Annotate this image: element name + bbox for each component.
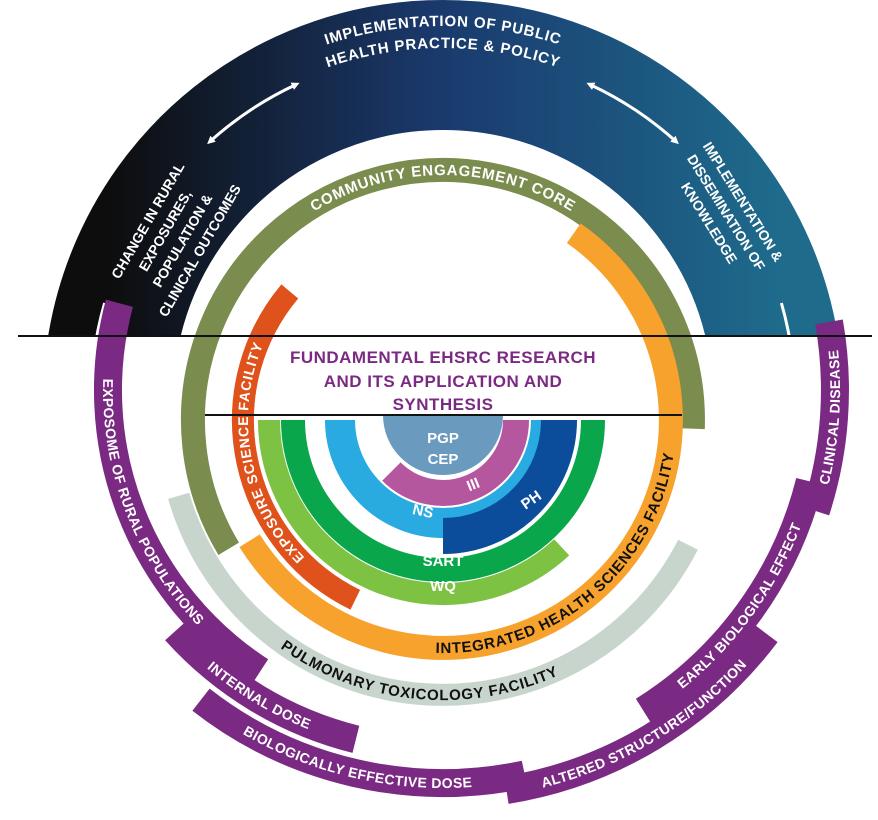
outer-dark-band <box>48 0 838 336</box>
label-ns: NS <box>411 501 435 522</box>
integrated-health-ring <box>239 223 683 660</box>
continuum-segment-1 <box>93 299 269 683</box>
label-wq: WQ <box>430 578 456 595</box>
center-title-line2: AND ITS APPLICATION AND <box>324 372 562 391</box>
continuum-segment-4 <box>504 625 778 804</box>
continuum-segment-3 <box>192 688 528 797</box>
ph-ring <box>442 419 577 554</box>
label-sart: SART <box>423 553 464 570</box>
iii-ring <box>382 419 529 506</box>
arrow-icon <box>779 302 796 362</box>
center-title-line3: SYNTHESIS <box>393 395 494 414</box>
community-engagement-label: COMMUNITY ENGAGEMENT CORE <box>307 162 578 215</box>
arrow-icon <box>207 82 300 145</box>
center-title: FUNDAMENTAL EHSRC RESEARCH AND ITS APPLI… <box>290 348 596 414</box>
continuum-segment-2 <box>165 621 360 753</box>
arrow-icon <box>586 82 679 145</box>
arrow-icon <box>90 302 107 362</box>
pulmonary-toxicology-ring <box>168 492 698 706</box>
pgp-cep-core <box>383 415 503 475</box>
wq-ring <box>258 419 570 606</box>
center-title-line1: FUNDAMENTAL EHSRC RESEARCH <box>290 348 596 367</box>
community-engagement-label-text: COMMUNITY ENGAGEMENT CORE <box>307 162 577 215</box>
continuum-segment-6 <box>802 319 849 516</box>
community-engagement-ring <box>180 158 705 555</box>
continuum-segment-5 <box>635 478 824 723</box>
label-iii: III <box>464 475 482 495</box>
label-pgp: PGP <box>427 430 459 447</box>
label-cep: CEP <box>428 451 459 468</box>
sart-ring <box>281 419 605 582</box>
